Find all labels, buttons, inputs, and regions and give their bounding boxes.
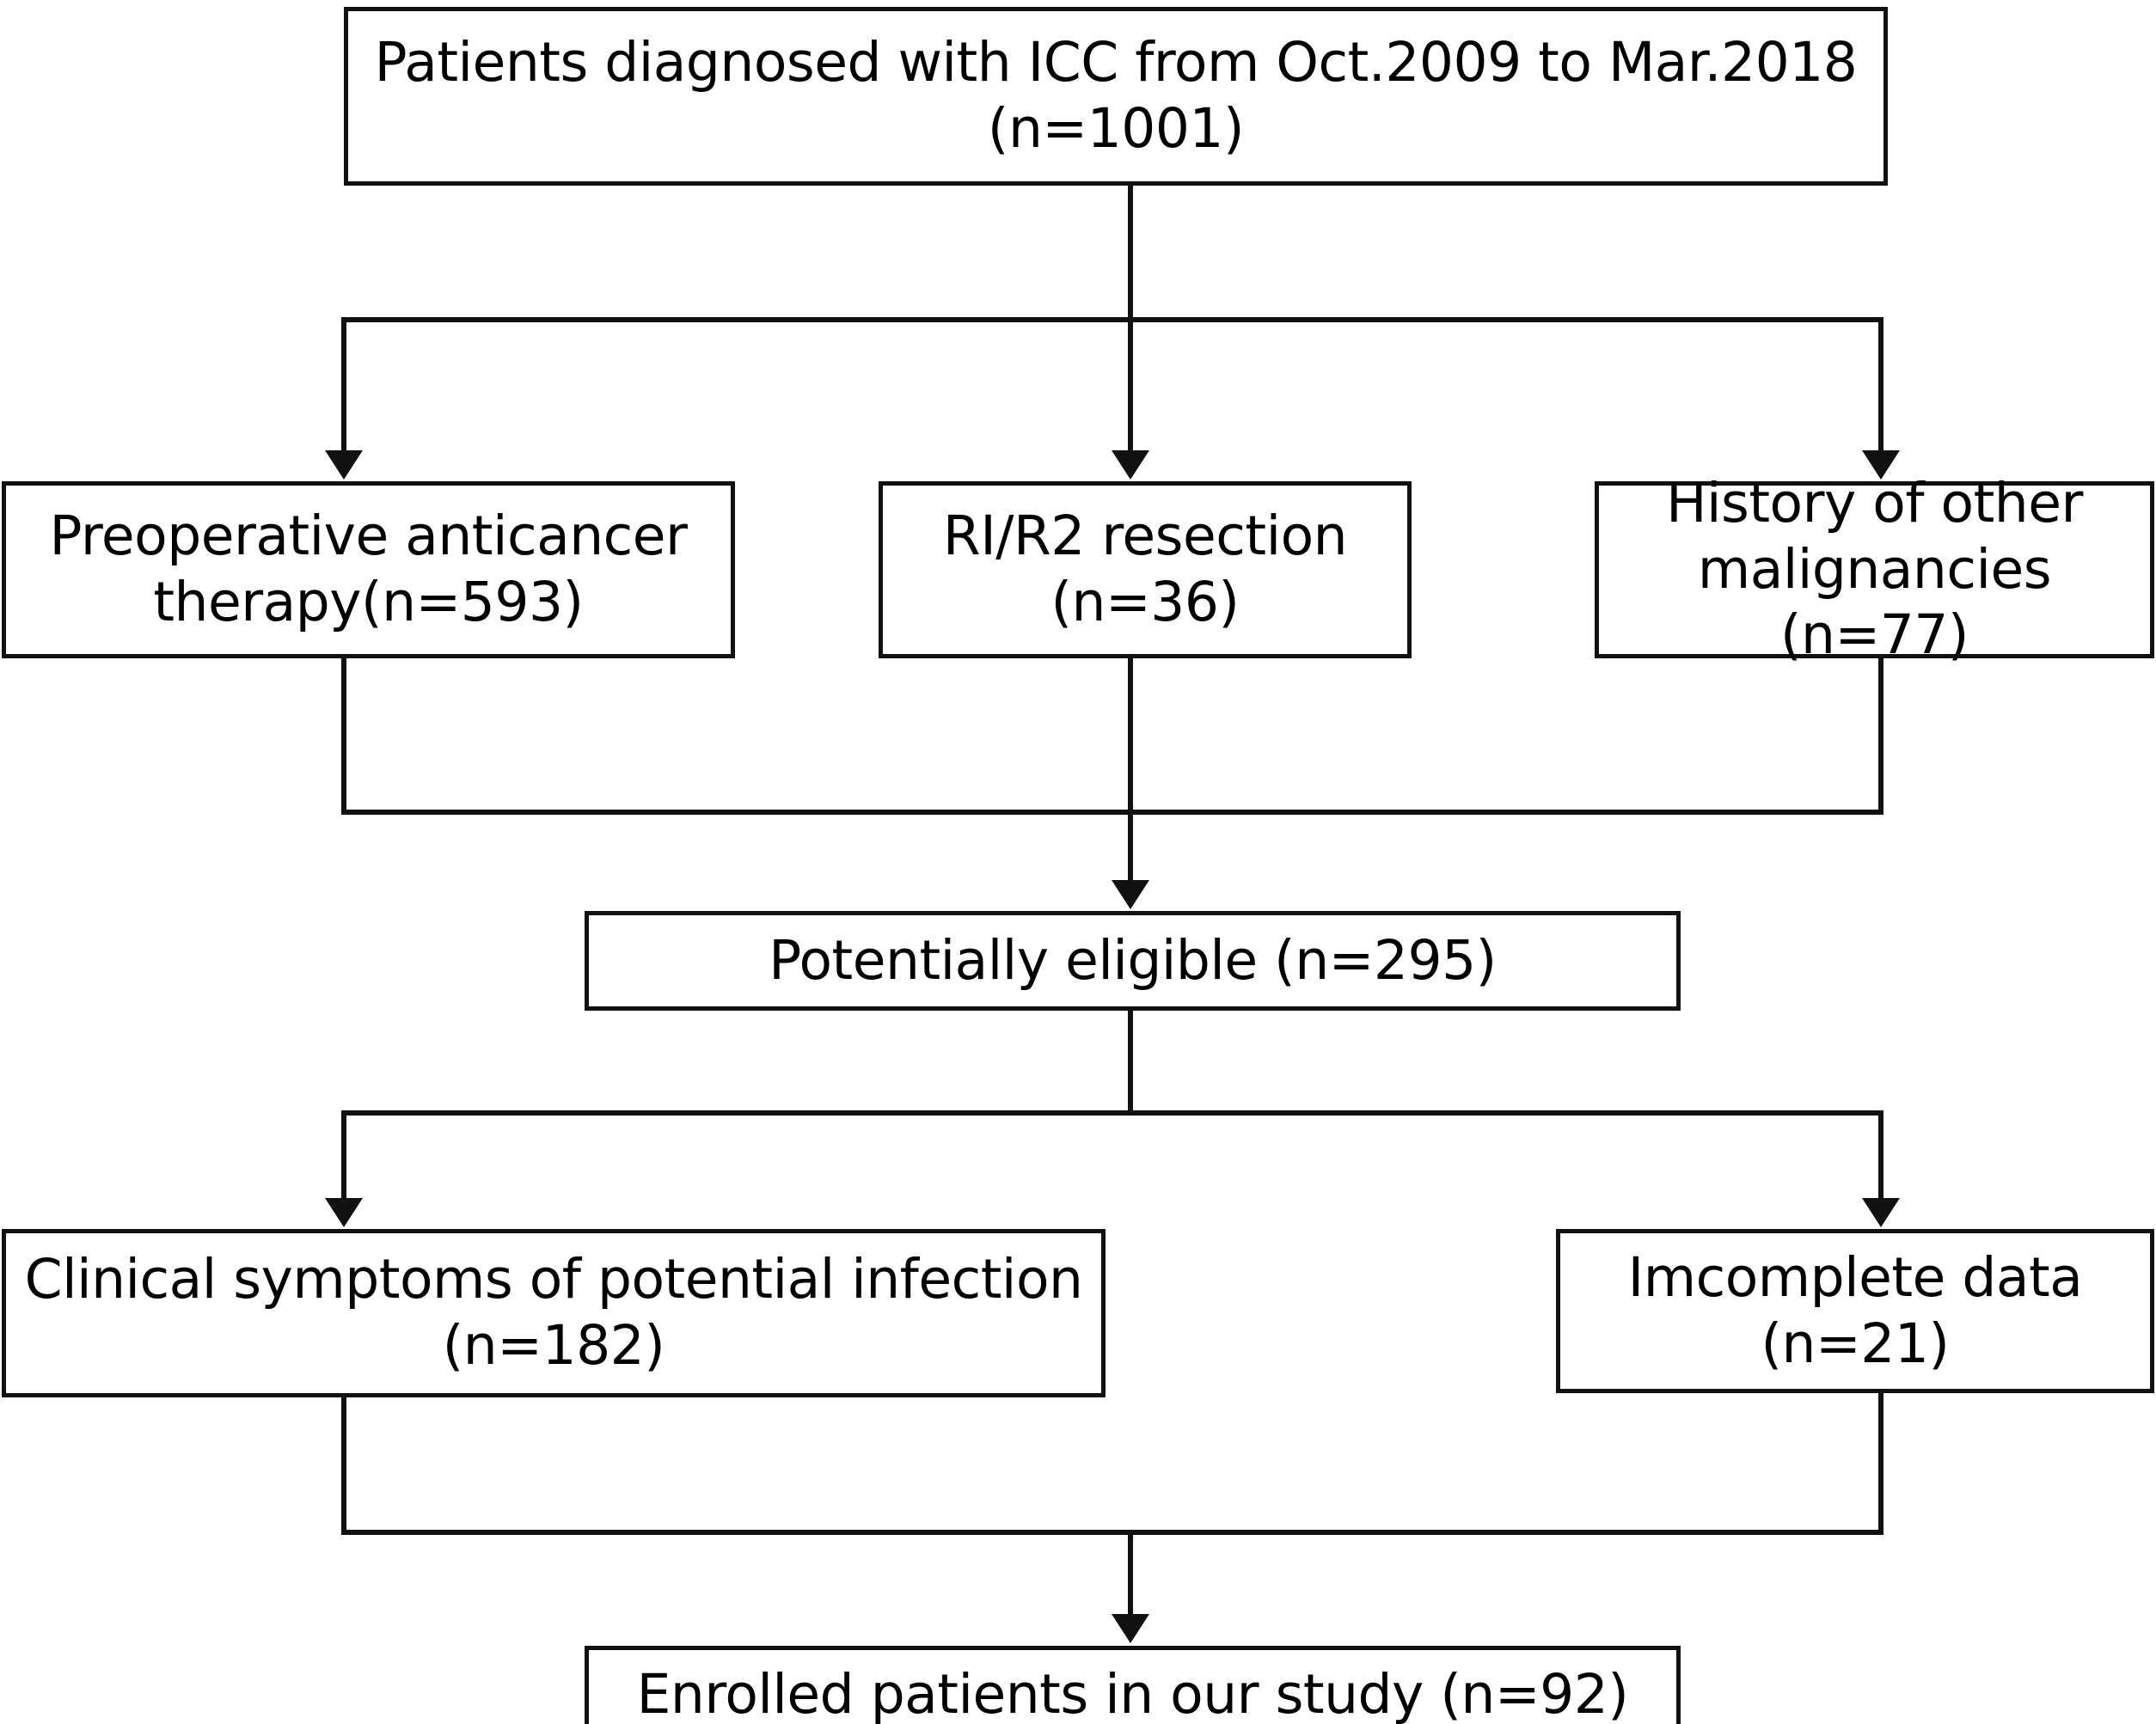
edge-history-down: [1878, 658, 1883, 815]
node-exclusion-incomplete-data: Imcomplete data (n=21): [1556, 1229, 2154, 1393]
node-potentially-eligible-label: Potentially eligible (n=295): [769, 928, 1497, 992]
node-exclusion-clinical-symptoms-label: Clinical symptoms of potential infection…: [24, 1248, 1083, 1377]
edge-eligible-to-incomplete: [1878, 1110, 1883, 1201]
arrowhead-merge2-to-enrolled: [1112, 1614, 1149, 1643]
edge-merge-bus-1: [341, 810, 1883, 815]
edge-incomplete-down: [1878, 1393, 1883, 1535]
edge-top-bus: [341, 317, 1883, 322]
arrowhead-eligible-to-clinical: [325, 1198, 363, 1227]
node-exclusion-other-malignancies-label: History of other malignancies (n=77): [1666, 471, 2083, 667]
arrowhead-top-to-preop: [325, 450, 363, 480]
node-enrolled-patients: Enrolled patients in our study (n=92): [585, 1646, 1681, 1724]
node-source-cohort: Patients diagnosed with ICC from Oct.200…: [344, 7, 1888, 186]
edge-top-stem: [1128, 186, 1133, 321]
node-source-cohort-label: Patients diagnosed with ICC from Oct.200…: [374, 31, 1858, 160]
node-exclusion-r1-r2-resection: RI/R2 resection (n=36): [879, 481, 1412, 658]
node-exclusion-other-malignancies: History of other malignancies (n=77): [1595, 472, 2154, 666]
edge-eligible-to-clinical: [341, 1110, 346, 1201]
edge-eligible-stem: [1128, 1011, 1133, 1116]
node-exclusion-r1-r2-resection-label: RI/R2 resection (n=36): [942, 504, 1348, 633]
edge-top-to-preop: [341, 317, 346, 455]
edge-clinical-down: [341, 1397, 346, 1535]
node-enrolled-patients-label: Enrolled patients in our study (n=92): [636, 1663, 1629, 1724]
edge-preop-down: [341, 658, 346, 815]
edge-merge2-to-enrolled: [1128, 1530, 1133, 1616]
arrowhead-top-to-history: [1862, 450, 1900, 480]
arrowhead-merge1-to-eligible: [1112, 880, 1149, 909]
edge-resection-down: [1128, 658, 1133, 815]
edge-merge-bus-2: [341, 1530, 1883, 1535]
arrowhead-top-to-resection: [1112, 450, 1149, 480]
edge-eligible-bus: [341, 1110, 1883, 1116]
node-exclusion-incomplete-data-label: Imcomplete data (n=21): [1627, 1245, 2083, 1375]
arrowhead-eligible-to-incomplete: [1862, 1198, 1900, 1227]
node-exclusion-preoperative-therapy: Preoperative anticancer therapy(n=593): [2, 481, 735, 658]
node-exclusion-clinical-symptoms: Clinical symptoms of potential infection…: [2, 1229, 1106, 1397]
edge-top-to-history: [1878, 317, 1883, 455]
edge-top-to-resection: [1128, 317, 1133, 455]
edge-merge1-to-eligible: [1128, 810, 1133, 883]
node-potentially-eligible: Potentially eligible (n=295): [585, 911, 1681, 1011]
node-exclusion-preoperative-therapy-label: Preoperative anticancer therapy(n=593): [49, 504, 688, 633]
